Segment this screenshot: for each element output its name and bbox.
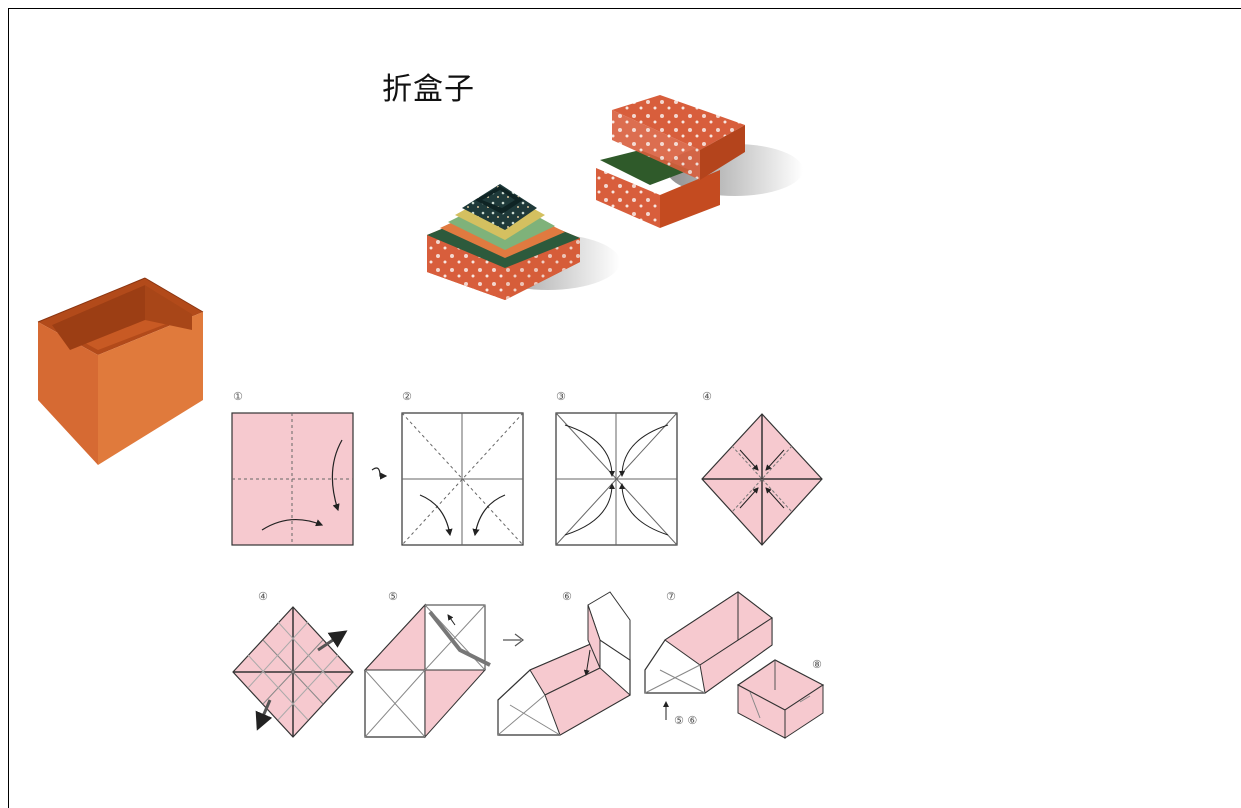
step-label-7: ⑦ (666, 590, 676, 603)
step-1-diagram (231, 412, 388, 546)
nested-boxes-photo (427, 184, 620, 300)
step-7-diagram: ⑤ ⑥ (644, 591, 773, 727)
page-title: 折盒子 (382, 72, 475, 107)
orange-box-illustration (37, 277, 204, 465)
page-frame (8, 8, 1241, 808)
step-label-4b: ④ (258, 590, 268, 603)
step-label-6: ⑥ (562, 590, 572, 603)
step-label-8: ⑧ (812, 658, 822, 671)
step-6-diagram (497, 591, 631, 736)
turn-over-icon (371, 467, 388, 480)
step-7-reference: ⑤ ⑥ (674, 714, 697, 727)
step-label-1: ① (233, 390, 243, 403)
step-5-diagram (363, 603, 524, 739)
step-3-diagram (555, 412, 678, 546)
step-8-diagram (736, 659, 825, 739)
lidded-box-photo (596, 95, 803, 228)
step-label-4: ④ (702, 390, 712, 403)
step-label-5: ⑤ (388, 590, 398, 603)
step-2-diagram (401, 412, 524, 546)
step-label-3: ③ (556, 390, 566, 403)
step-4b-diagram (232, 606, 354, 738)
step-4-diagram (701, 413, 823, 546)
next-step-arrow-icon (503, 633, 524, 647)
step-label-2: ② (402, 390, 412, 403)
